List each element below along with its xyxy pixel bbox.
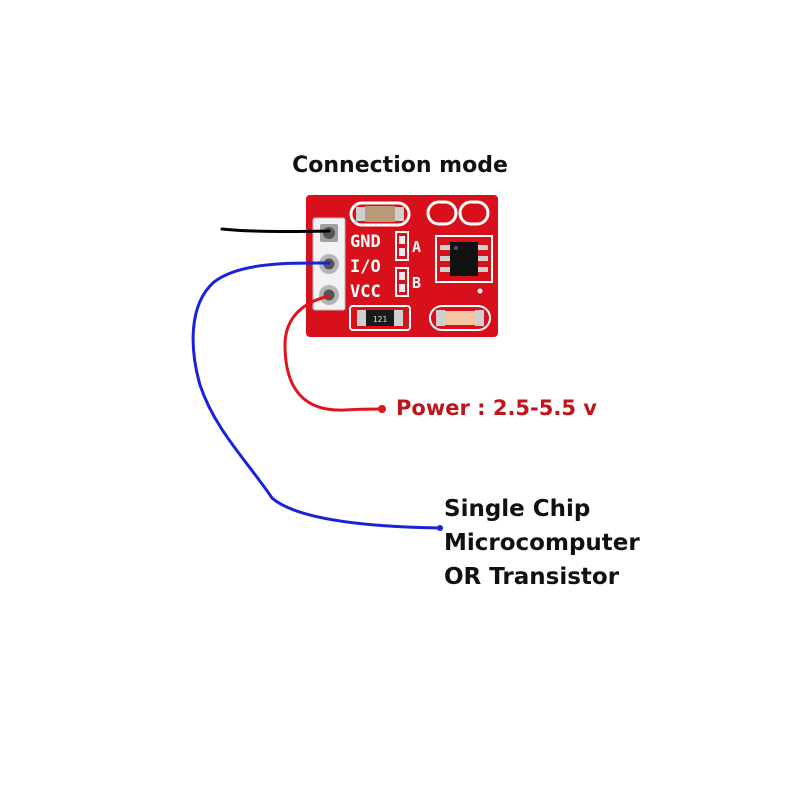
ic-outline — [435, 235, 493, 283]
jumper-label-b: B — [412, 274, 421, 292]
ground-wire — [220, 227, 331, 234]
resistor — [366, 310, 394, 326]
power-wire-end — [378, 405, 386, 413]
jumper-b-pad — [395, 267, 409, 297]
touch-sensor-module: GND I/O VCC A B 121 — [306, 195, 498, 337]
target-label: Single Chip Microcomputer OR Transistor — [444, 492, 640, 594]
capacitor-top — [349, 201, 411, 227]
resistor-outline — [349, 305, 411, 331]
pad-top-right-1 — [426, 200, 458, 226]
diagram-title: Connection mode — [292, 153, 508, 178]
pad-top-right-2 — [458, 200, 490, 226]
pin-gnd-hole — [323, 227, 335, 239]
jumper-label-a: A — [412, 238, 421, 256]
signal-wire — [191, 261, 442, 530]
capacitor-body — [365, 206, 395, 222]
target-label-line-3: OR Transistor — [444, 564, 620, 590]
signal-wire-end — [437, 525, 443, 531]
power-wire — [283, 294, 384, 412]
pin-label-gnd: GND — [350, 232, 381, 252]
resistor-marking: 121 — [373, 315, 388, 324]
ic-chip — [450, 242, 478, 276]
jumper-a-pad — [395, 231, 409, 261]
led — [445, 311, 475, 325]
pin-label-io: I/O — [350, 257, 381, 277]
pcb-board — [306, 195, 498, 337]
power-label: Power : 2.5-5.5 v — [396, 396, 597, 420]
led-outline — [429, 305, 491, 331]
target-label-line-2: Microcomputer — [444, 530, 640, 556]
pin-label-vcc: VCC — [350, 282, 381, 302]
target-label-line-1: Single Chip — [444, 496, 591, 522]
